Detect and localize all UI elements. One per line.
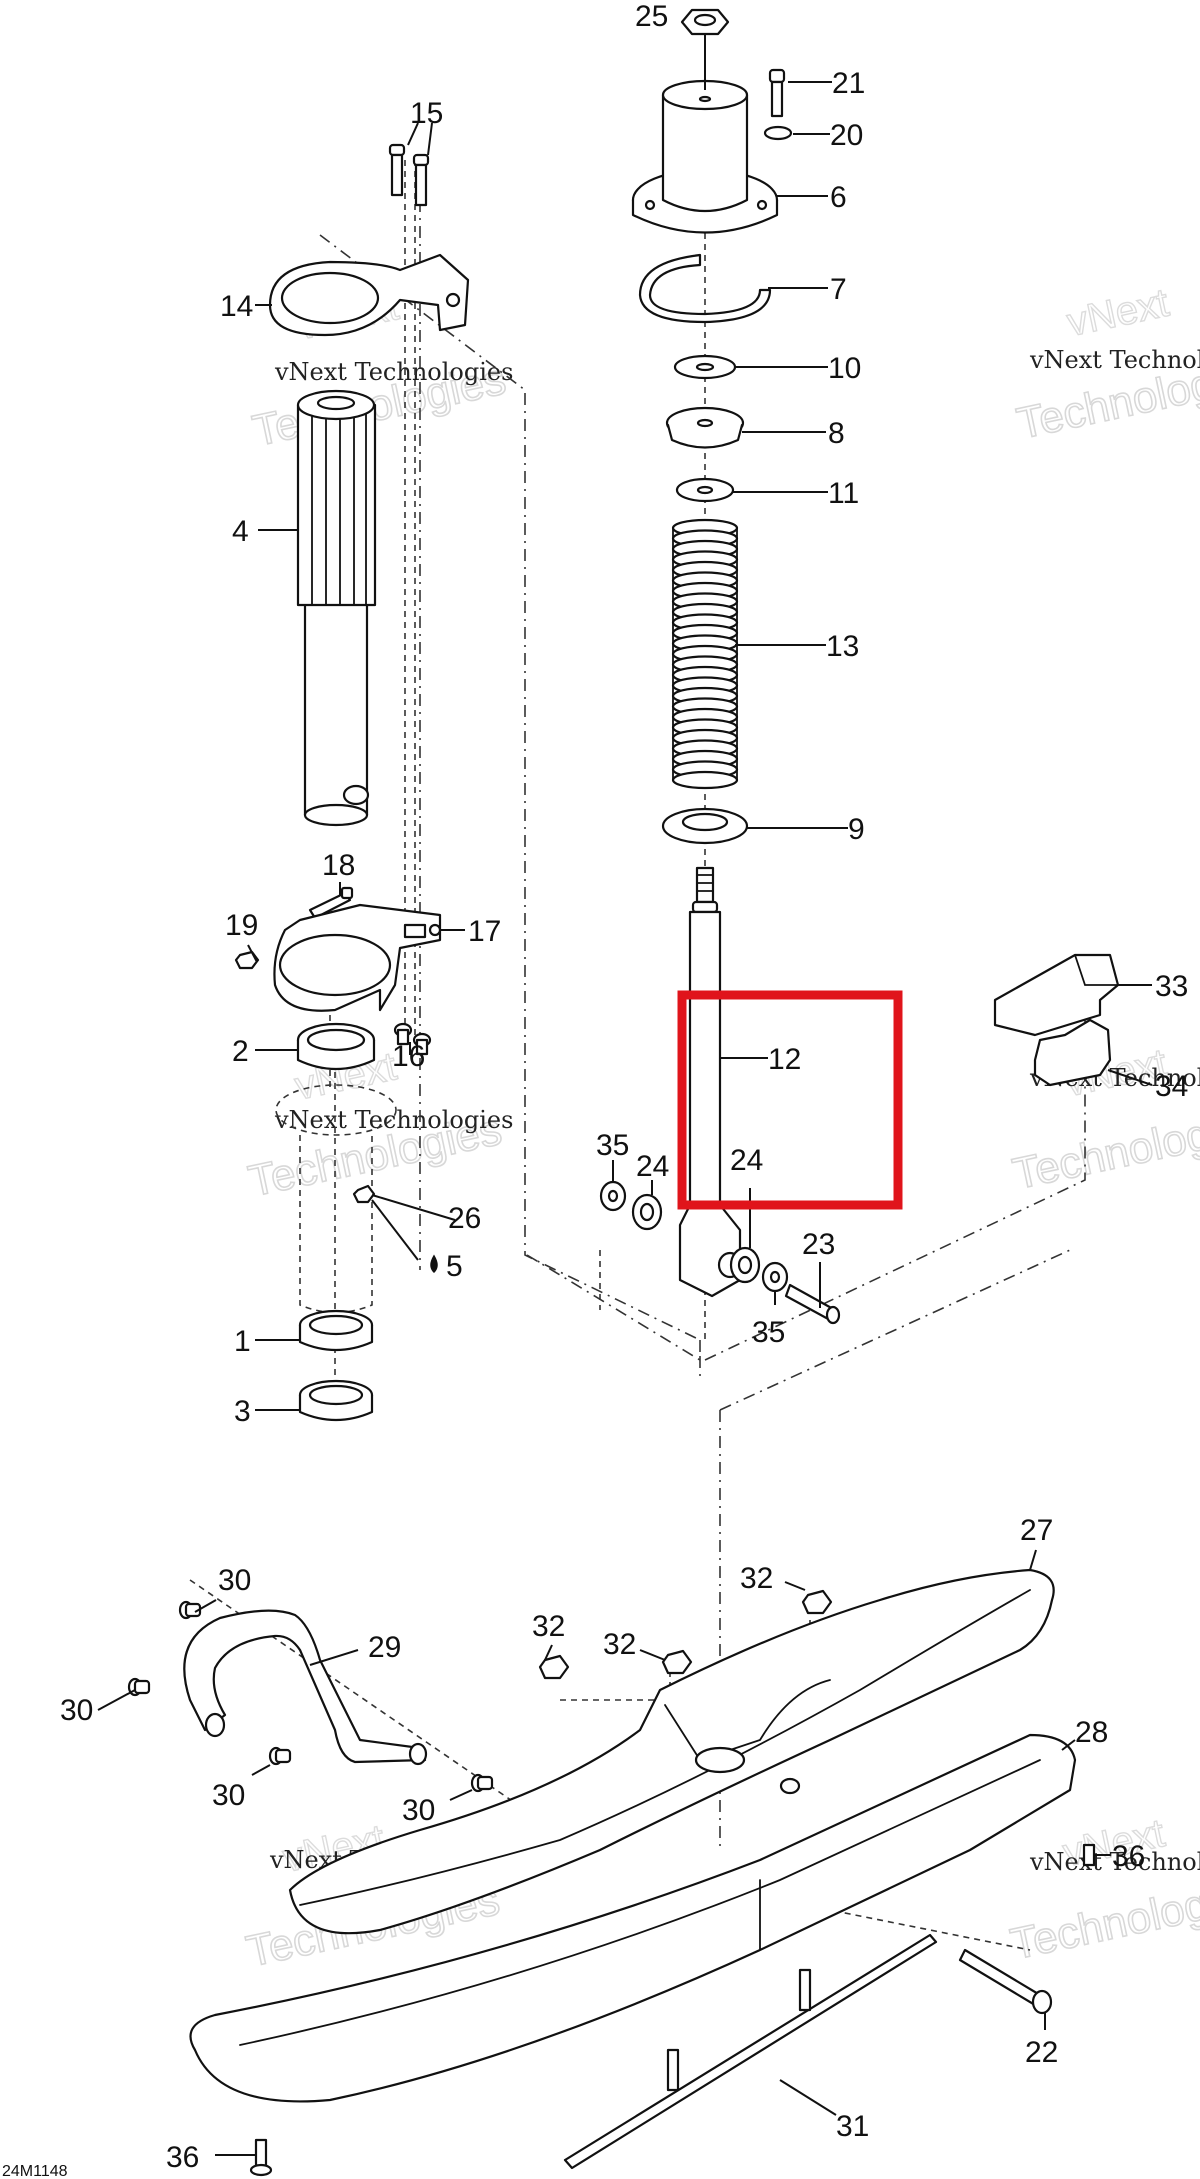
- callout-19: 19: [225, 909, 258, 942]
- callout-35: 35: [596, 1129, 629, 1162]
- callout-30: 30: [212, 1779, 245, 1812]
- callout-20: 20: [830, 119, 863, 152]
- spring-outline: [672, 527, 738, 781]
- spring-coil: [671, 770, 739, 790]
- callout-25: 25: [635, 0, 668, 33]
- callout-28: 28: [1075, 1716, 1108, 1749]
- bushing-2: [296, 1022, 376, 1071]
- bolt-21: [768, 68, 786, 118]
- callout-31: 31: [836, 2110, 869, 2143]
- clip-34: [1033, 1018, 1112, 1087]
- callout-32: 32: [603, 1628, 636, 1661]
- callout-2: 2: [232, 1035, 249, 1068]
- callout-34: 34: [1155, 1070, 1188, 1103]
- watermark-faint: Technologies: [1007, 1868, 1200, 1969]
- callout-3: 3: [234, 1395, 251, 1428]
- highlight-box-12: [677, 990, 903, 1210]
- callout-8: 8: [828, 417, 845, 450]
- right-stack: [631, 8, 793, 1298]
- callout-15: 15: [410, 97, 443, 130]
- callout-6: 6: [830, 181, 847, 214]
- washer-20: [763, 125, 793, 141]
- callout-5: 5: [446, 1250, 463, 1283]
- bolts-15: [388, 143, 430, 207]
- nut-19: [234, 950, 260, 970]
- handle-29: [183, 1609, 428, 1766]
- watermark-faint: vNext: [1063, 281, 1172, 345]
- nuts-32: [538, 1589, 833, 1680]
- screw-18: [308, 886, 354, 920]
- clamp-14: [268, 253, 470, 337]
- callout-4: 4: [232, 515, 249, 548]
- callout-17: 17: [468, 915, 501, 948]
- ski: [189, 1568, 1096, 2177]
- callout-12: 12: [768, 1043, 801, 1076]
- housing-outline: [275, 1084, 397, 1314]
- callout-14: 14: [220, 290, 253, 323]
- bolts-36: [249, 1843, 1096, 2177]
- watermark-text: vNext Technologies: [1029, 346, 1200, 374]
- callout-1: 1: [234, 1325, 251, 1358]
- callout-32: 32: [532, 1610, 565, 1643]
- pad-33: [993, 953, 1120, 1037]
- pivot-hardware: [599, 1180, 841, 1325]
- callout-7: 7: [830, 273, 847, 306]
- callout-30: 30: [60, 1694, 93, 1727]
- nut-25: [680, 8, 730, 36]
- callout-30: 30: [402, 1794, 435, 1827]
- housing-6: [631, 79, 779, 234]
- callout-11: 11: [828, 477, 859, 510]
- callout-29: 29: [368, 1631, 401, 1664]
- drawing-code: 24M1148: [2, 2163, 68, 2179]
- seat-8: [665, 406, 745, 449]
- bolt-22: [958, 1948, 1053, 2015]
- plugs-30: [127, 1600, 494, 1793]
- left-assembly: [234, 143, 470, 1422]
- shaft-12: [678, 866, 743, 1298]
- runner-28: [189, 1733, 1077, 2103]
- callout-33: 33: [1155, 970, 1188, 1003]
- callout-10: 10: [828, 352, 861, 385]
- bracket-17: [273, 903, 442, 1012]
- bolt-23: [784, 1283, 841, 1325]
- spring-13: [671, 518, 739, 790]
- callout-labels: 25 21 20 6 7 10 8 11 13 9 12 15 14 4 18 …: [60, 0, 1188, 2174]
- callout-21: 21: [832, 67, 865, 100]
- bushing-3: [298, 1379, 374, 1422]
- callout-16: 16: [392, 1040, 425, 1073]
- lubricant-drop-icon: [430, 1254, 438, 1274]
- watermark-text: vNext Technologies: [1029, 1848, 1200, 1876]
- column-4: [296, 389, 377, 827]
- ski-body-27: [288, 1568, 1055, 1935]
- pins-16: [393, 1022, 432, 1056]
- callout-13: 13: [826, 630, 859, 663]
- callout-36: 36: [1112, 1840, 1145, 1873]
- fitting-26: [352, 1184, 376, 1204]
- side-brackets: [993, 953, 1120, 1087]
- watermark-faint: Technologies: [1009, 1098, 1200, 1199]
- leader-lines: [97, 34, 1153, 2156]
- circlip-7: [638, 253, 772, 324]
- callout-26: 26: [448, 1202, 481, 1235]
- callout-22: 22: [1025, 2036, 1058, 2069]
- callout-24: 24: [730, 1144, 763, 1177]
- watermark-text: vNext Technologies: [274, 358, 513, 386]
- watermark-text: vNext Technologies: [274, 1106, 513, 1134]
- callout-35: 35: [752, 1316, 785, 1349]
- bushing-1: [298, 1309, 374, 1352]
- callout-30: 30: [218, 1564, 251, 1597]
- callout-23: 23: [802, 1228, 835, 1261]
- callout-24: 24: [636, 1150, 669, 1183]
- callout-27: 27: [1020, 1514, 1053, 1547]
- callout-9: 9: [848, 813, 865, 846]
- carbide-31: [563, 1933, 938, 2170]
- callout-32: 32: [740, 1562, 773, 1595]
- callout-36: 36: [166, 2141, 199, 2174]
- callout-18: 18: [322, 849, 355, 882]
